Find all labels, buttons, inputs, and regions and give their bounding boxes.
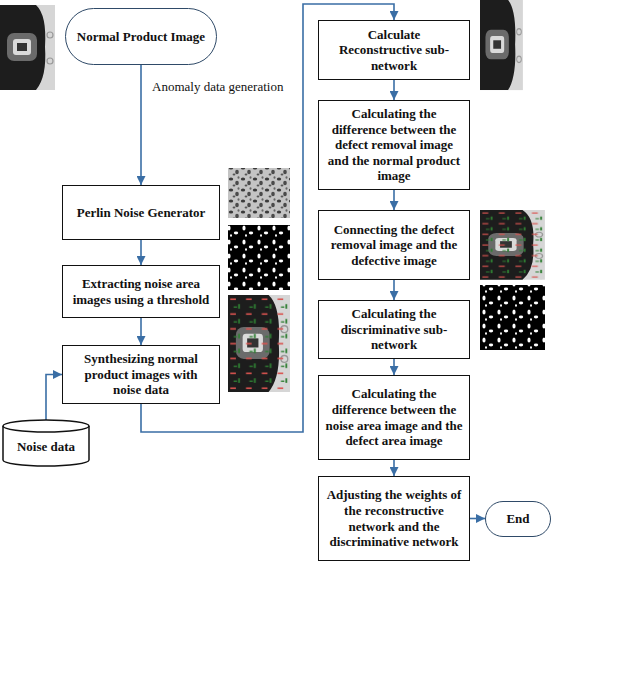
node-text: Extracting noise area images using a thr… (69, 276, 213, 307)
node-text: Calculating the difference between the n… (325, 386, 463, 448)
flow-arrow (393, 280, 395, 300)
process-box: Calculating the difference between the n… (318, 375, 470, 460)
node-text: Connecting the defect removal image and … (325, 222, 463, 269)
annotation-label: Anomaly data generation (152, 79, 283, 95)
node-text: Normal Product Image (77, 29, 205, 45)
node-text: Calculating the discriminative sub-netwo… (325, 306, 463, 353)
defect-photo (228, 295, 290, 392)
process-box: Perlin Noise Generator (62, 185, 220, 240)
flow-arrow (470, 518, 485, 520)
concat-photo (480, 210, 545, 280)
node-text: Synthesizing normal product images with … (69, 351, 213, 398)
process-box: Extracting noise area images using a thr… (62, 265, 220, 318)
flow-arrow (140, 240, 142, 265)
process-box: Calculating the discriminative sub-netwo… (318, 300, 470, 359)
process-box: Synthesizing normal product images with … (62, 345, 220, 404)
flow-arrow (140, 65, 142, 185)
node-text: Calculate Reconstructive sub-network (325, 27, 463, 74)
terminator: End (485, 501, 551, 537)
node-text: Noise data (17, 439, 75, 455)
flow-arrow (393, 359, 395, 375)
process-box: Adjusting the weights of the reconstruct… (318, 476, 470, 561)
node-text: Calculating the difference between the d… (325, 106, 463, 184)
process-box: Calculating the difference between the d… (318, 100, 470, 190)
node-text: Perlin Noise Generator (77, 205, 206, 221)
process-box: Connecting the defect removal image and … (318, 210, 470, 280)
noise-image (228, 168, 290, 218)
flow-arrow (393, 460, 395, 476)
flow-arrow (393, 80, 395, 100)
product-photo (0, 5, 55, 90)
node-text: Adjusting the weights of the reconstruct… (325, 487, 463, 549)
terminator: Normal Product Image (65, 8, 217, 65)
flow-arrow (46, 375, 62, 421)
mask-image (228, 225, 290, 290)
mask-image (480, 285, 545, 350)
flow-arrow (140, 318, 142, 345)
reconstructed-photo (480, 0, 523, 90)
flow-arrow (393, 190, 395, 210)
node-text: End (506, 511, 529, 527)
database-cylinder: Noise data (2, 420, 90, 466)
process-box: Calculate Reconstructive sub-network (318, 20, 470, 80)
